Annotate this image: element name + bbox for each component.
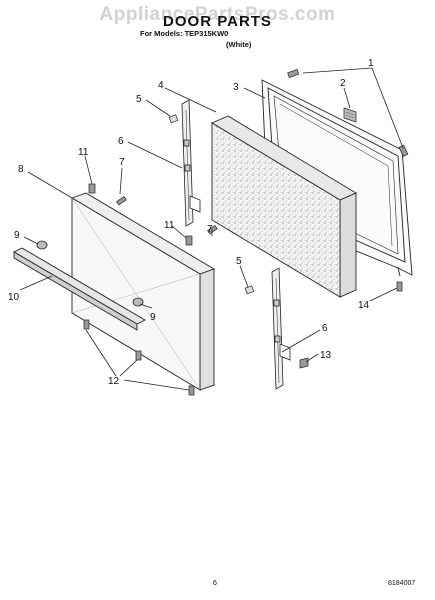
callout-13: 13 <box>320 350 332 361</box>
door-insulation <box>211 115 357 298</box>
callout-7-lower: 7 <box>207 224 213 235</box>
callout-5-upper: 5 <box>136 94 142 105</box>
watermark: AppliancePartsPros.com <box>99 4 336 25</box>
callout-11-upper: 11 <box>78 147 89 158</box>
callout-6-lower: 6 <box>322 323 328 334</box>
hinge-clips <box>168 114 255 295</box>
callout-11-lower: 11 <box>164 220 175 231</box>
page-number: 6 <box>213 580 217 587</box>
callout-numbers: 1 2 3 4 5 6 11 7 8 9 10 9 11 7 5 6 13 14… <box>8 58 374 387</box>
callout-8: 8 <box>18 164 24 175</box>
callout-14: 14 <box>358 300 370 311</box>
door-handle <box>13 247 146 331</box>
door-hinge-lower <box>271 267 291 390</box>
callout-2: 2 <box>340 78 346 89</box>
callout-9-left: 9 <box>14 230 20 241</box>
callout-12: 12 <box>108 376 120 387</box>
liner-screws <box>287 68 409 157</box>
callout-10: 10 <box>8 292 20 303</box>
callout-3: 3 <box>233 82 239 93</box>
model-number-line: For Models: TEP315KW0 <box>140 29 229 38</box>
callout-9-right: 9 <box>150 312 156 323</box>
color-variant: (White) <box>226 40 252 49</box>
callout-5-lower: 5 <box>236 256 242 267</box>
outer-door-panel <box>70 192 216 391</box>
callout-6-upper: 6 <box>118 136 124 147</box>
door-hinge-upper <box>181 99 201 227</box>
callout-4: 4 <box>158 80 164 91</box>
document-code: 8184007 <box>388 580 416 587</box>
door-label <box>343 107 357 123</box>
door-screws <box>83 183 403 396</box>
diagram-title: DOOR PARTS <box>163 13 272 30</box>
callout-7-upper: 7 <box>119 157 125 168</box>
leader-lines <box>19 67 404 391</box>
callout-1: 1 <box>368 58 374 69</box>
